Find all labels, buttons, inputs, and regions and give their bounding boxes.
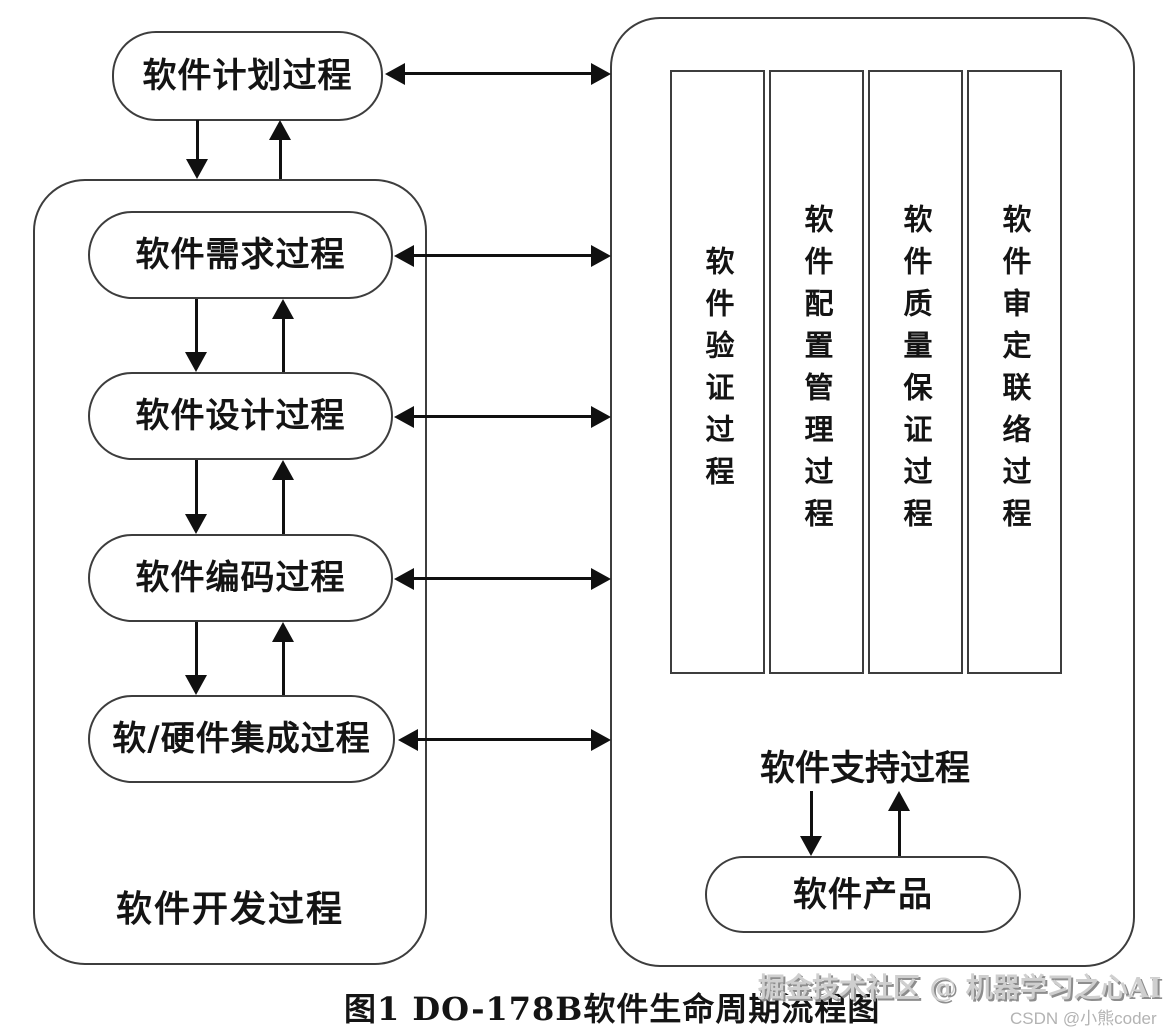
verification-process-column: 软件验证过程: [670, 70, 765, 674]
verification-process-label: 软件验证过程: [701, 246, 735, 498]
configuration-management-label: 软件配置管理过程: [800, 204, 834, 540]
coding-process-label: 软件编码过程: [135, 558, 346, 598]
requirements-process-box: 软件需求过程: [88, 211, 393, 299]
arrow-up-development-to-planning: [269, 120, 291, 179]
quality-assurance-label: 软件质量保证过程: [899, 204, 933, 540]
arrow-planning-integral: [385, 62, 611, 85]
software-product-box: 软件产品: [705, 856, 1021, 933]
arrow-down-support-to-product: [800, 791, 822, 856]
arrow-design-integral: [394, 405, 611, 428]
arrow-up-integration-to-coding: [272, 622, 294, 695]
planning-process-label: 软件计划过程: [142, 56, 353, 96]
arrow-down-coding-to-integration: [185, 622, 207, 695]
certification-liaison-label: 软件审定联络过程: [998, 204, 1032, 540]
quality-assurance-column: 软件质量保证过程: [868, 70, 963, 674]
arrow-coding-integral: [394, 567, 611, 590]
planning-process-box: 软件计划过程: [112, 31, 383, 121]
development-group-label: 软件开发过程: [115, 888, 344, 930]
arrow-up-coding-to-design: [272, 460, 294, 534]
configuration-management-column: 软件配置管理过程: [769, 70, 864, 674]
design-process-label: 软件设计过程: [135, 396, 346, 436]
software-product-label: 软件产品: [793, 874, 933, 915]
requirements-process-label: 软件需求过程: [135, 235, 346, 275]
arrow-down-design-to-coding: [185, 460, 207, 534]
watermark-csdn: CSDN @小熊coder: [1010, 1009, 1157, 1028]
integration-process-label: 软/硬件集成过程: [112, 719, 371, 759]
arrow-requirements-integral: [394, 244, 611, 267]
arrow-down-requirements-to-design: [185, 299, 207, 372]
arrow-integration-integral: [398, 728, 611, 751]
arrow-down-planning-to-development: [186, 120, 208, 179]
development-group-rect: [33, 179, 427, 965]
support-process-label: 软件支持过程: [759, 748, 970, 789]
coding-process-box: 软件编码过程: [88, 534, 393, 622]
arrow-up-product-to-support: [888, 791, 910, 856]
watermark-community: 掘金技术社区 @ 机器学习之心AI: [758, 973, 1162, 1004]
certification-liaison-column: 软件审定联络过程: [967, 70, 1062, 674]
design-process-box: 软件设计过程: [88, 372, 393, 460]
integral-process-columns: 软件验证过程 软件配置管理过程 软件质量保证过程 软件审定联络过程: [670, 70, 1062, 674]
figure-caption: 图1 DO-178B软件生命周期流程图: [344, 990, 881, 1028]
arrow-up-design-to-requirements: [272, 299, 294, 372]
integration-process-box: 软/硬件集成过程: [88, 695, 395, 783]
